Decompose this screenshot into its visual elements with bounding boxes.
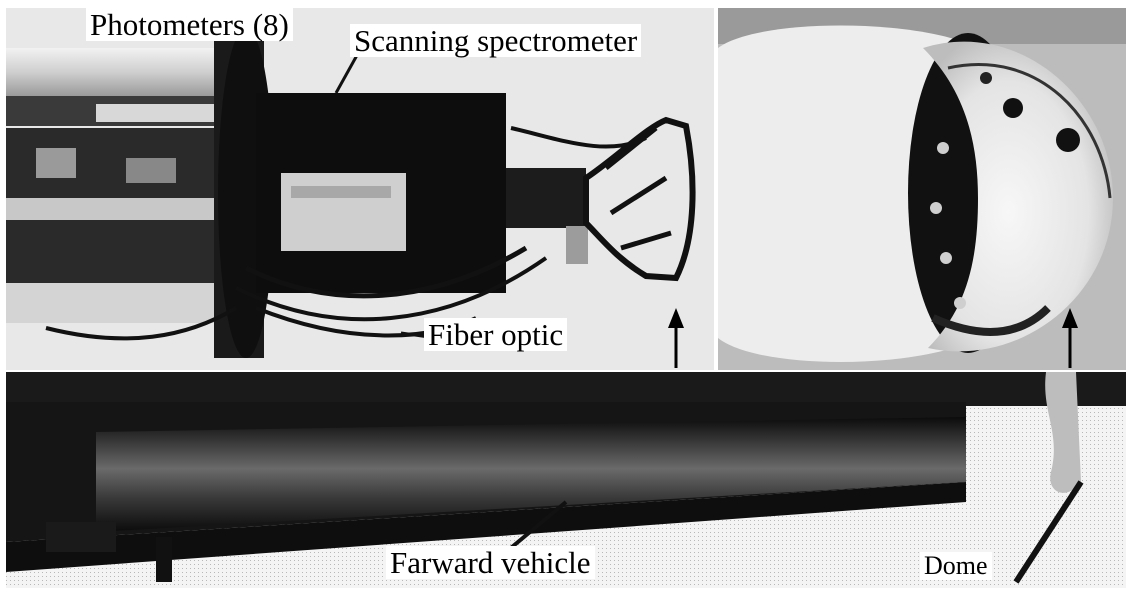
label-forward-vehicle: Farward vehicle: [386, 546, 595, 579]
label-fiber-optic: Fiber optic: [424, 318, 568, 351]
vehicle-photo-drawing: [6, 372, 1126, 588]
label-dome: Dome: [920, 552, 992, 580]
instrument-photo: [6, 8, 714, 370]
instrument-photo-drawing: [6, 8, 714, 370]
dome-photo-drawing: [718, 8, 1126, 370]
label-photometers: Photometers (8): [86, 8, 293, 41]
label-scanning-spectrometer: Scanning spectrometer: [350, 24, 642, 57]
dome-photo: [718, 8, 1126, 370]
